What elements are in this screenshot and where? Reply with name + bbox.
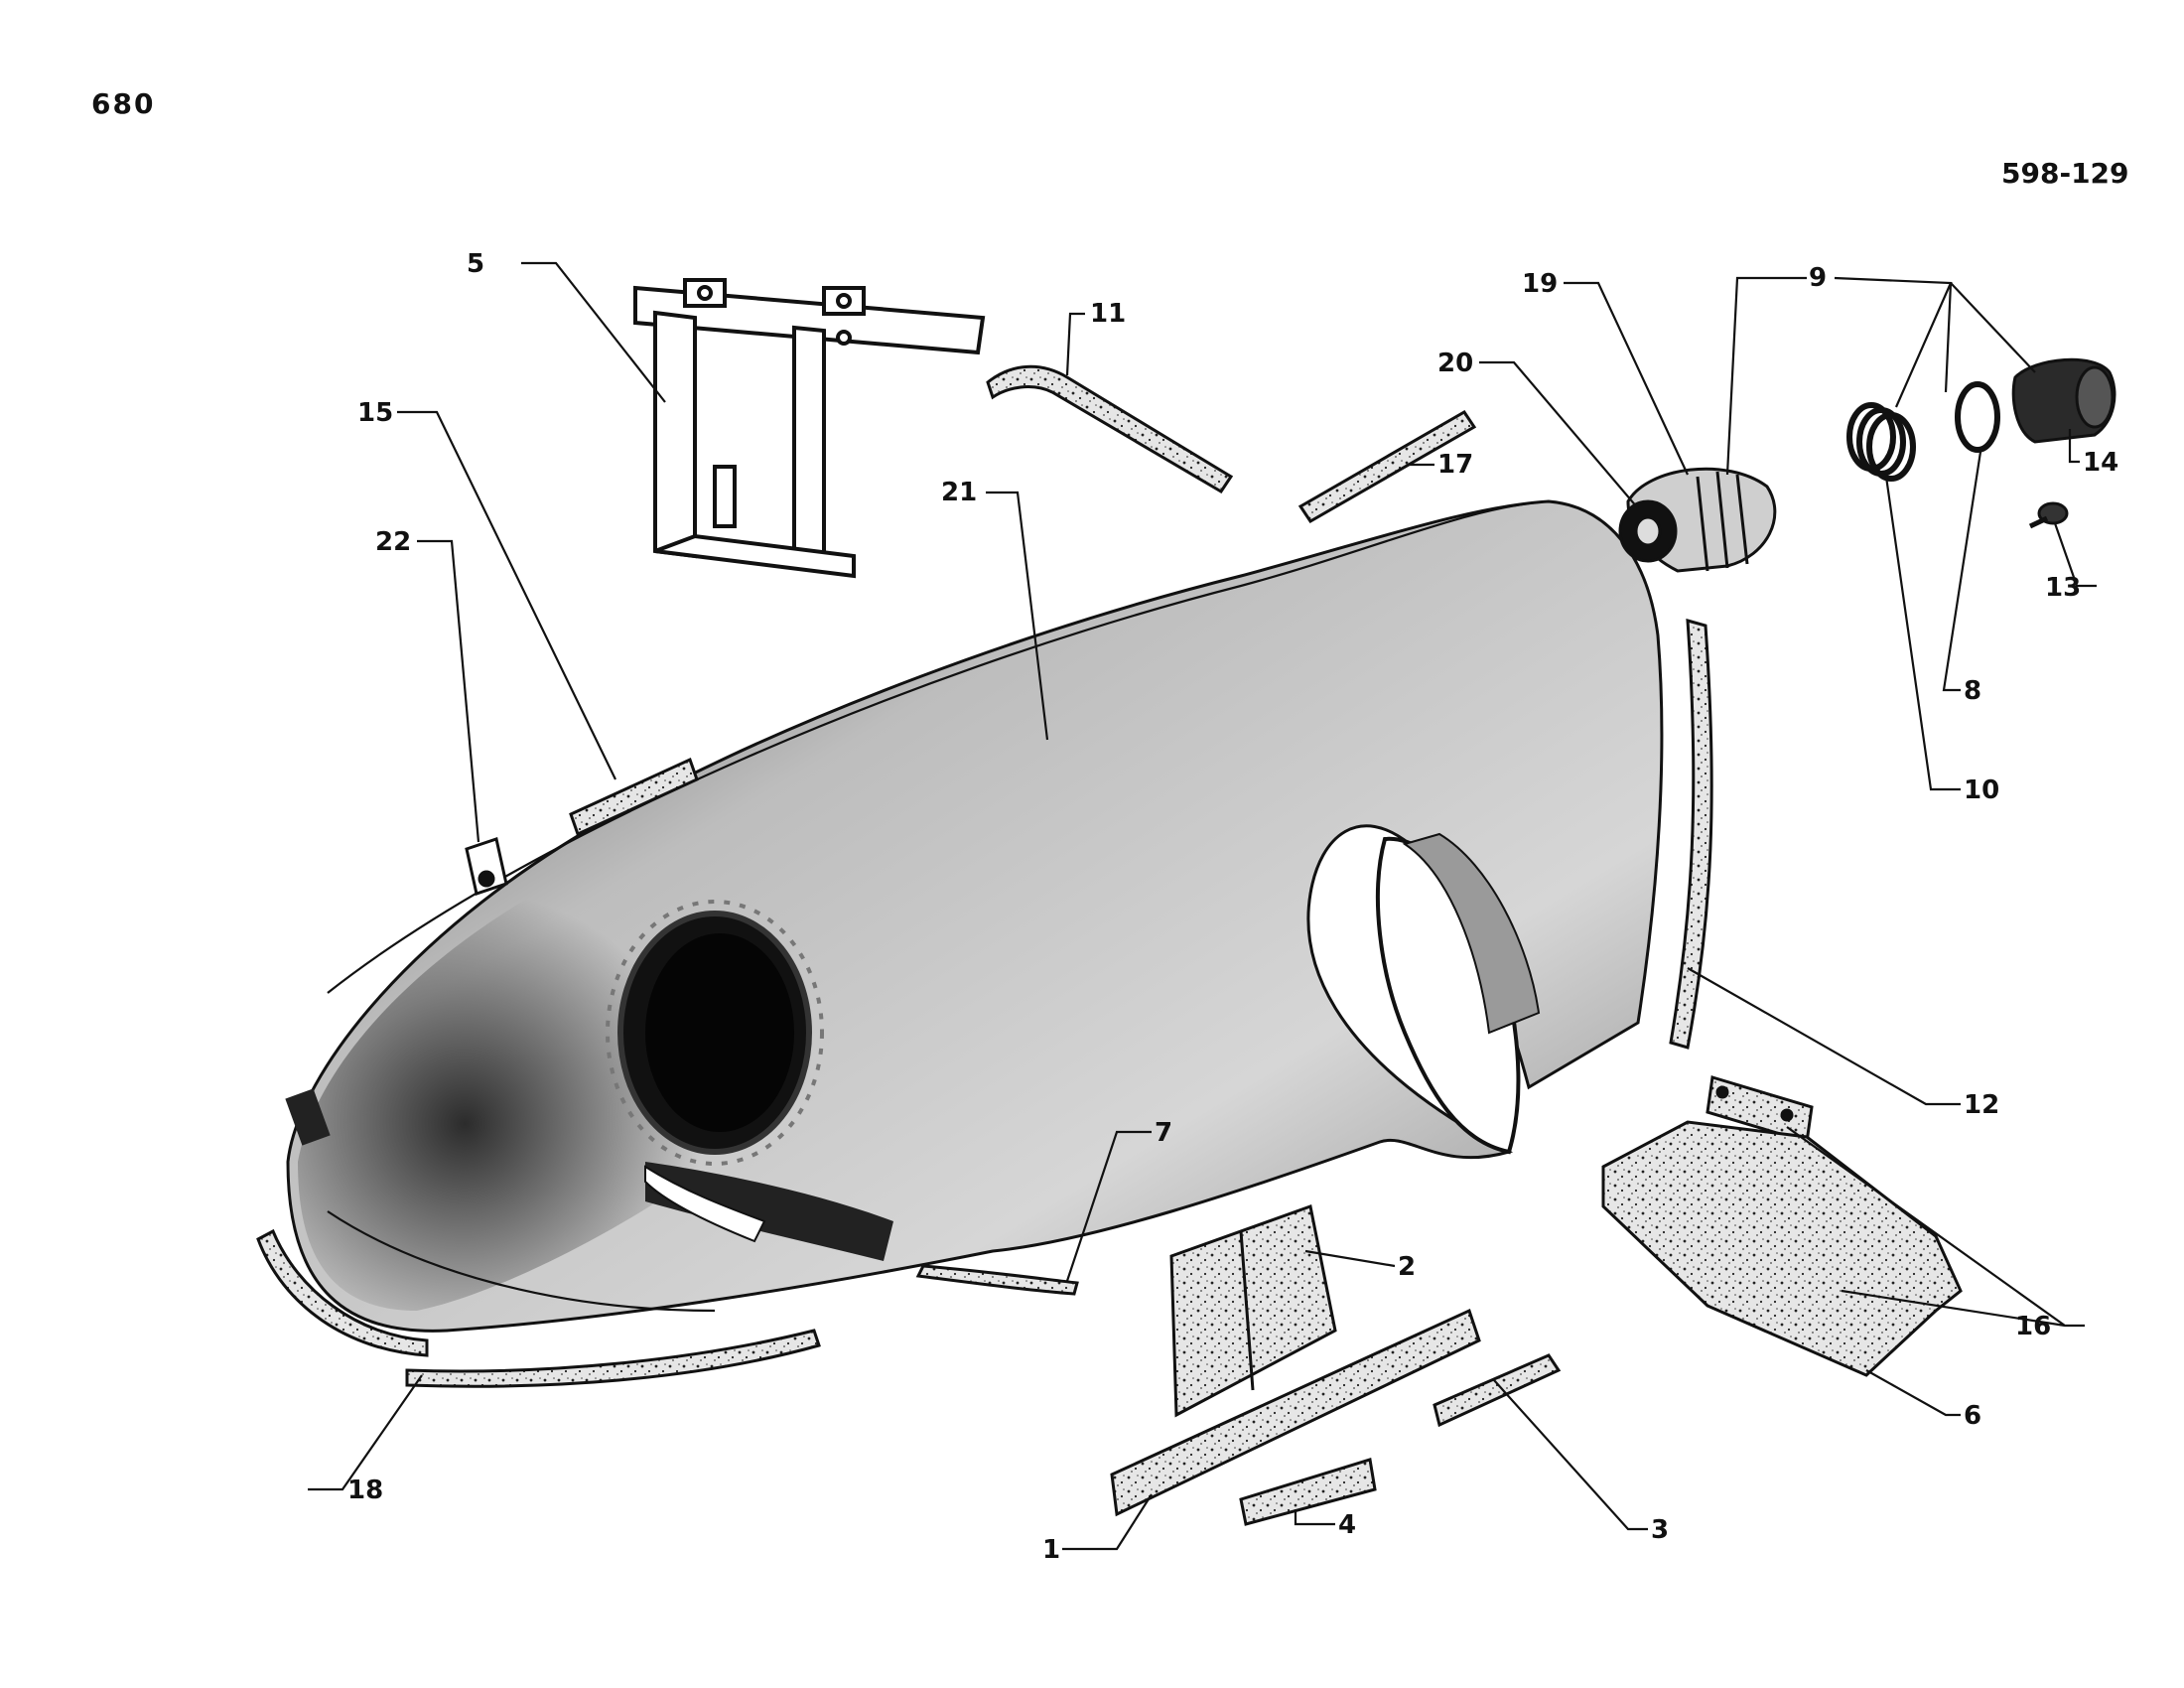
callout-4: 4 — [1338, 1510, 1356, 1540]
leader-7 — [1065, 1130, 1152, 1282]
leader-6 — [1865, 1369, 1961, 1417]
leader-12 — [1687, 967, 1961, 1106]
callout-17: 17 — [1437, 450, 1473, 480]
part-10-spring — [1846, 402, 1916, 482]
callout-5: 5 — [467, 249, 484, 279]
leader-21 — [986, 491, 1049, 741]
leader-20 — [1479, 360, 1639, 509]
callout-3: 3 — [1651, 1515, 1669, 1545]
leader-15 — [397, 410, 616, 780]
leader-lines — [308, 261, 2097, 1551]
leader-13 — [2053, 522, 2097, 588]
leader-11 — [1065, 312, 1085, 376]
callout-7: 7 — [1155, 1118, 1172, 1148]
leader-2 — [1304, 1249, 1396, 1268]
callout-labels: 5 15 22 11 17 21 20 19 9 14 13 8 10 12 1… — [347, 249, 2118, 1565]
part-18-seal-strips — [256, 1228, 821, 1388]
callout-11: 11 — [1090, 299, 1126, 329]
callout-12: 12 — [1964, 1090, 1999, 1120]
leader-10 — [1884, 476, 1961, 791]
leader-8 — [1942, 451, 1982, 692]
callout-1: 1 — [1042, 1535, 1060, 1565]
part-8-washer — [1955, 381, 2000, 453]
leader-18 — [308, 1374, 423, 1491]
leader-3 — [1493, 1379, 1648, 1531]
leader-4 — [1294, 1509, 1335, 1526]
part-2-pad — [1169, 1204, 1337, 1418]
callout-19: 19 — [1522, 269, 1558, 299]
leader-14 — [2068, 429, 2080, 464]
callout-14: 14 — [2083, 448, 2118, 478]
callout-13: 13 — [2045, 573, 2081, 603]
leader-19 — [1564, 281, 1689, 476]
callout-9: 9 — [1809, 263, 1827, 293]
front-fender-panel — [285, 499, 1664, 1333]
callout-6: 6 — [1964, 1401, 1981, 1431]
callout-15: 15 — [357, 398, 393, 428]
part-5-support-frame — [633, 278, 986, 579]
leader-22 — [417, 539, 480, 843]
callout-16: 16 — [2015, 1312, 2051, 1341]
part-13-screw — [2028, 501, 2069, 529]
leader-1 — [1062, 1493, 1153, 1551]
leader-9 — [1725, 276, 2036, 476]
part-14-cap-nut — [2011, 357, 2116, 444]
page-number: 680 — [91, 87, 156, 120]
part-1-seal-strip — [1110, 1308, 1481, 1517]
part-15-seal-strip — [569, 757, 699, 837]
part-12-seal-strip — [1669, 618, 1713, 1050]
callout-8: 8 — [1964, 676, 1981, 706]
callout-2: 2 — [1398, 1252, 1416, 1282]
part-17-seal-strip — [1297, 409, 1477, 524]
callout-20: 20 — [1437, 349, 1473, 378]
callout-18: 18 — [347, 1476, 383, 1505]
part-11-seal-strip — [986, 364, 1234, 494]
callout-21: 21 — [941, 478, 977, 507]
part-19-20-filler-cap — [1618, 467, 1777, 573]
callout-10: 10 — [1964, 775, 1999, 805]
part-22-clip — [465, 837, 508, 896]
part-6-insulating-pad — [1601, 1120, 1963, 1377]
drawing-reference: 598-129 — [2001, 157, 2129, 190]
leader-5 — [521, 261, 666, 403]
leader-16 — [1786, 1126, 2085, 1328]
part-4-plate — [1239, 1458, 1377, 1526]
part-7-seal-strip — [915, 1264, 1079, 1296]
callout-22: 22 — [375, 527, 411, 557]
part-3-plate — [1433, 1353, 1562, 1428]
